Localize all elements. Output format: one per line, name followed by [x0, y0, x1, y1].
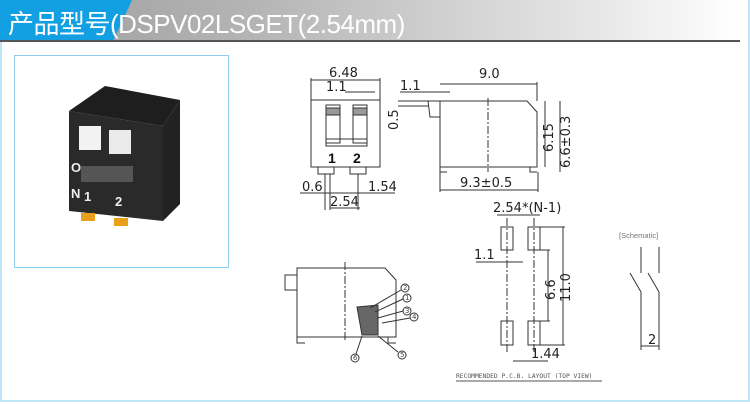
- dim-total-height: 6.6±0.3: [559, 116, 574, 168]
- schematic: [Schematic] 2: [619, 231, 660, 350]
- dim-slider-width: 1.1: [326, 80, 347, 95]
- schematic-title: [Schematic]: [619, 231, 658, 240]
- on-label: N: [71, 186, 80, 201]
- dim-length: 9.0: [479, 67, 500, 82]
- title-divider: [0, 40, 740, 42]
- front-view: 6.48 1.1 1 2 0.6 1.54 2.54: [300, 66, 397, 210]
- dim-body-height: 6.15: [542, 123, 557, 152]
- dim-pcb-pitch: 2.54*(N-1): [493, 201, 561, 216]
- on-label: O: [71, 160, 81, 175]
- dim-outer: 11.0: [559, 273, 574, 302]
- dim-width: 6.48: [329, 66, 358, 81]
- dim-total-length: 9.3±0.5: [460, 176, 512, 191]
- callout-number: 2: [403, 284, 407, 292]
- product-photo: O N 1 2: [14, 55, 229, 268]
- title-banner-accent: [0, 0, 132, 40]
- callout-number: 1: [405, 294, 409, 302]
- dim-tab: 1.1: [400, 79, 421, 94]
- dim-schematic-pitch: 2: [648, 333, 656, 348]
- callout-number: 3: [405, 307, 409, 315]
- pcb-layout-caption: RECOMMENDED P.C.B. LAYOUT (TOP VIEW): [456, 373, 592, 380]
- switch-number: 1: [84, 189, 91, 204]
- product-title: 产品型号(DSPV02LSGET(2.54mm): [8, 9, 405, 39]
- switch-number: 1: [328, 150, 336, 166]
- callout-number: 6: [353, 354, 358, 362]
- switch-number: 2: [115, 194, 122, 209]
- dim-offset: 1.44: [531, 347, 560, 362]
- dim-inner: 6.6: [544, 279, 559, 300]
- pcb-layout: 2.54*(N-1) 1.1 6.6 11.0 1.44 RECOMMENDED…: [456, 201, 602, 382]
- callouts: 2 1 3 4 5 6: [350, 283, 419, 363]
- callout-number: 5: [400, 351, 404, 359]
- dip-switch-photo: O N 1 2: [69, 86, 180, 226]
- dim-pin-width: 0.6: [302, 180, 323, 195]
- dim-pin-span: 1.54: [368, 180, 397, 195]
- callout-number: 4: [412, 313, 417, 321]
- switch-number: 2: [353, 150, 361, 166]
- cross-section-view: 2 1 3 4 5 6: [284, 262, 419, 363]
- side-view: 9.0 1.1 0.5 6.15 6.6±0.3 9.3±0.5: [387, 67, 574, 192]
- dim-pad-width: 1.1: [474, 248, 495, 263]
- dim-tab-height: 0.5: [387, 109, 402, 130]
- dim-pitch: 2.54: [330, 195, 359, 210]
